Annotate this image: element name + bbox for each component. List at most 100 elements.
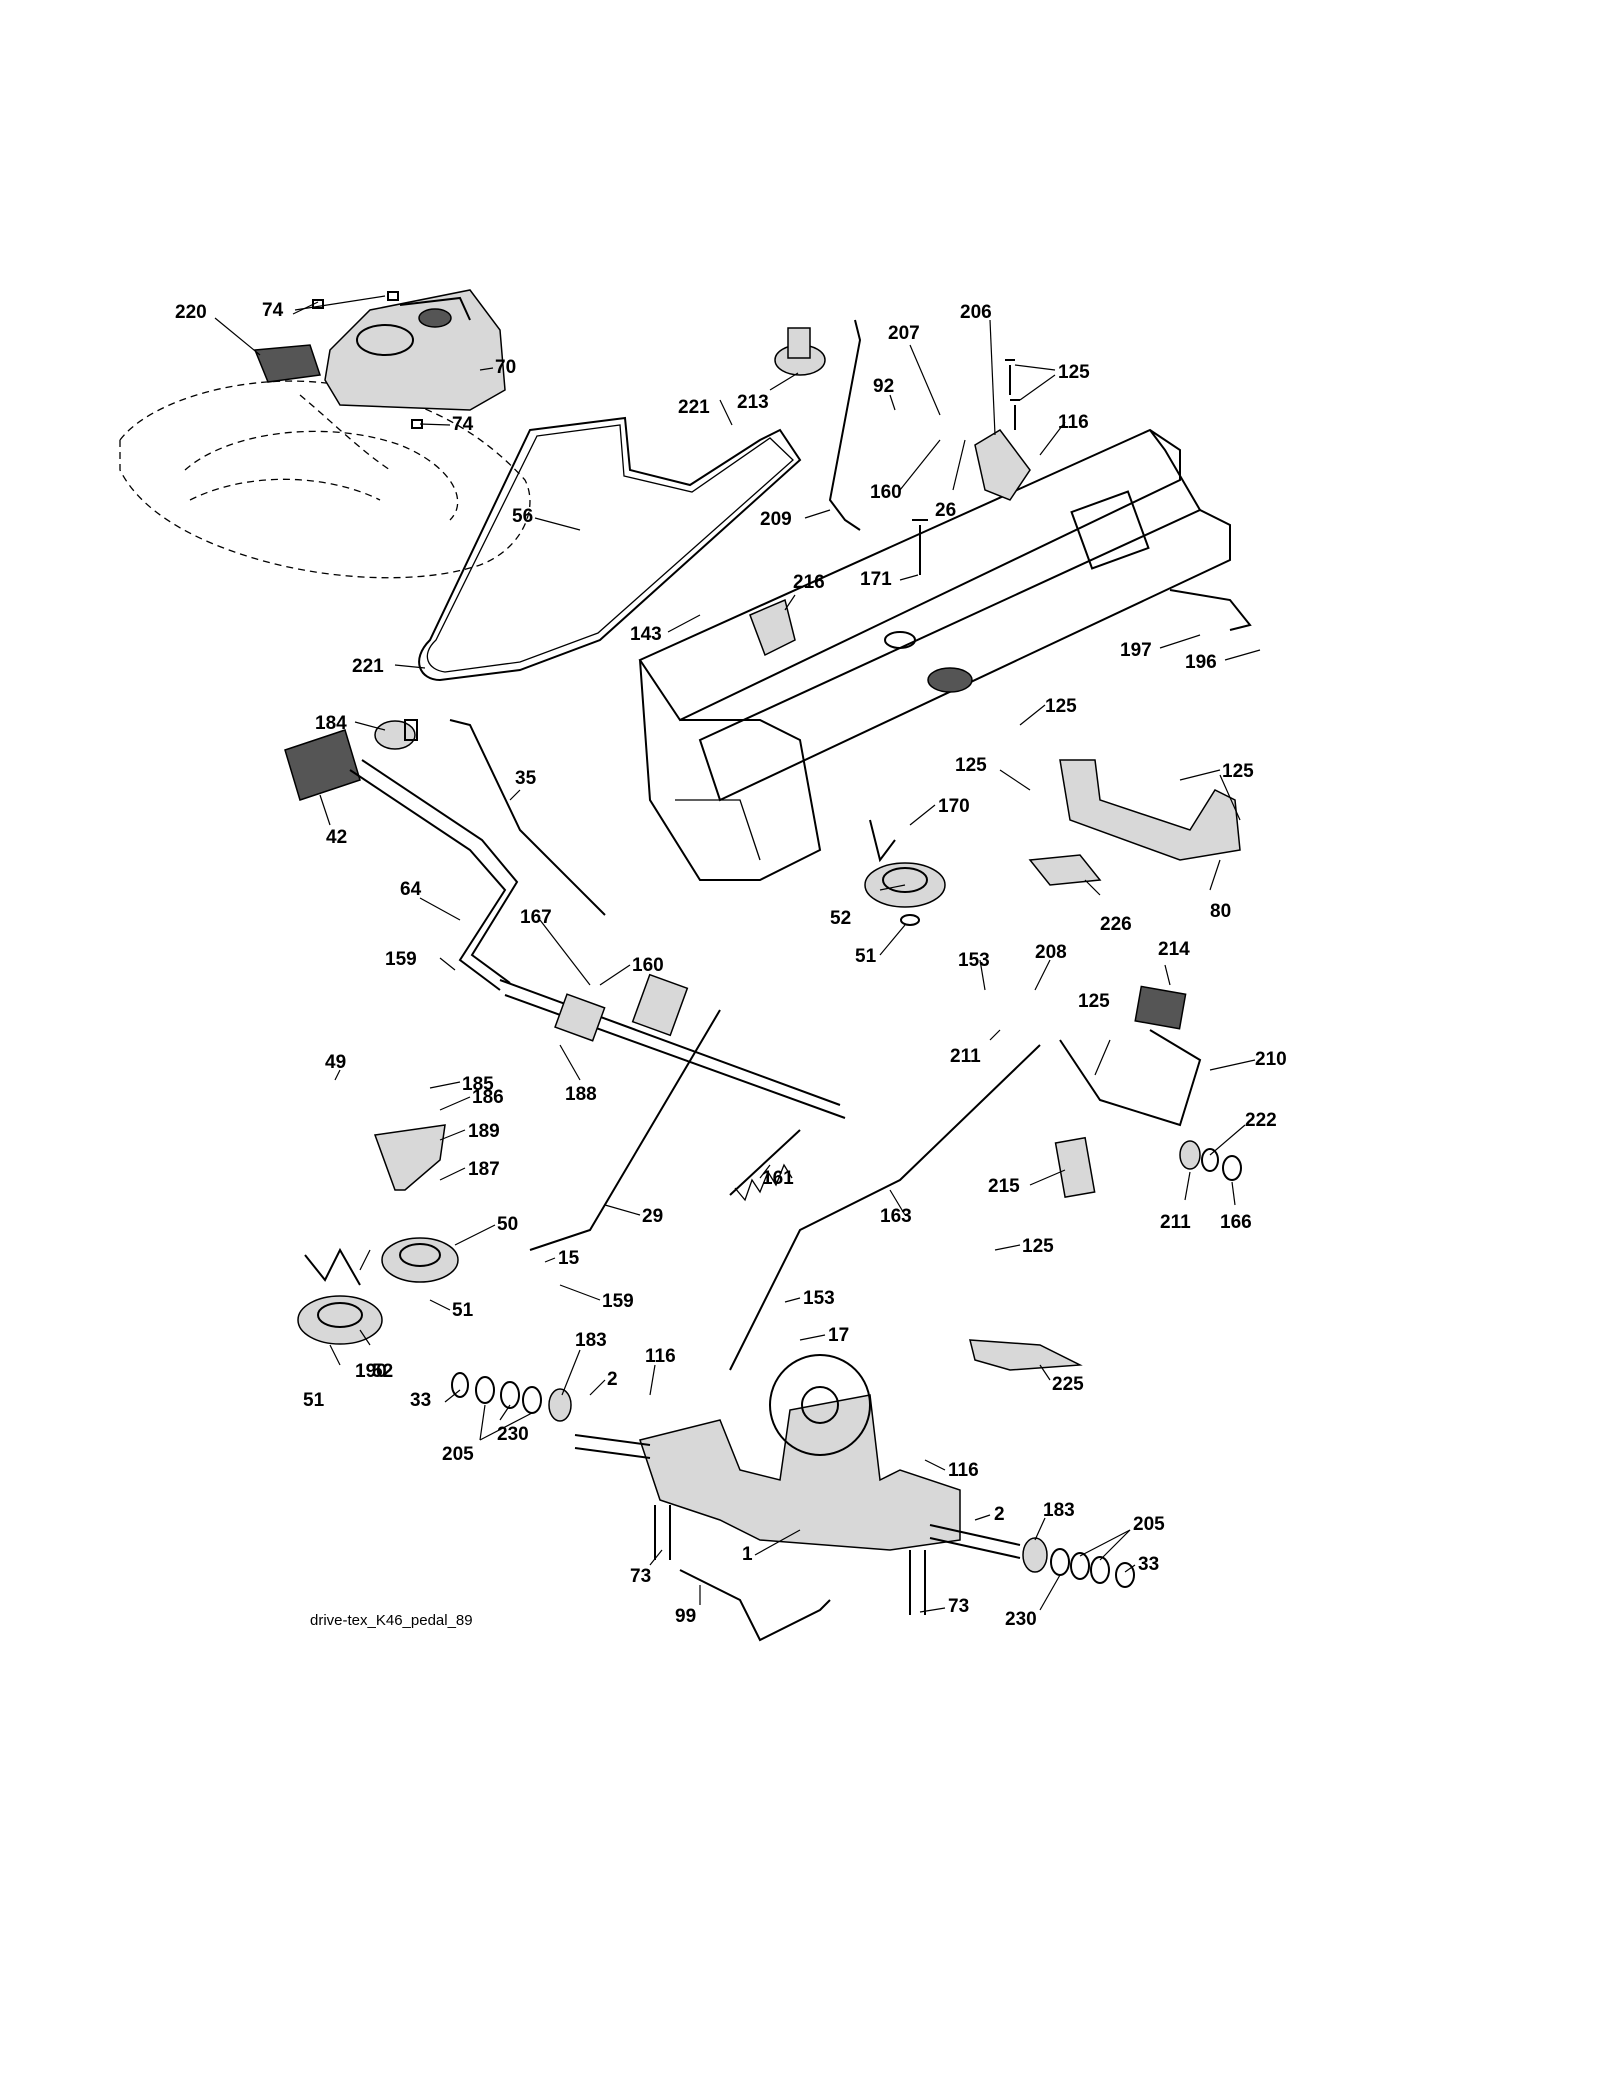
callout-188: 188: [565, 1084, 597, 1105]
pedal-assembly: [1054, 985, 1202, 1199]
callout-49: 49: [325, 1052, 346, 1073]
callout-161: 161: [762, 1168, 794, 1189]
leader-lines: [214, 295, 1261, 1613]
pulley-52-upper: [864, 819, 946, 926]
callout-99: 99: [675, 1606, 696, 1627]
callout-125: 125: [1222, 761, 1254, 782]
callout-29: 29: [642, 1206, 663, 1227]
bolts-top: [912, 359, 1020, 575]
callout-52: 52: [372, 1361, 393, 1382]
callout-51: 51: [452, 1300, 474, 1321]
callout-207: 207: [888, 323, 920, 344]
callout-70: 70: [495, 357, 516, 378]
callout-184: 184: [315, 713, 347, 734]
callout-33: 33: [1138, 1554, 1159, 1575]
callout-163: 163: [880, 1206, 912, 1227]
callout-216: 216: [793, 572, 825, 593]
shroud-cover: [324, 289, 506, 411]
bracket-206: [974, 429, 1031, 501]
callout-185: 185: [462, 1074, 494, 1095]
callout-205: 205: [442, 1444, 474, 1465]
transaxle: [574, 1354, 1021, 1559]
rod-209: [828, 319, 862, 531]
callout-153: 153: [958, 950, 990, 971]
decal-220: [253, 344, 321, 383]
callout-51: 51: [855, 946, 877, 967]
callout-208: 208: [1035, 942, 1067, 963]
callout-183: 183: [1043, 1500, 1075, 1521]
rod-197: [1169, 589, 1252, 631]
callout-52: 52: [830, 908, 851, 929]
bracket-226: [1028, 854, 1102, 886]
callout-125: 125: [1078, 991, 1110, 1012]
rod-29: [529, 1009, 721, 1251]
callout-209: 209: [760, 509, 792, 530]
callout-225: 225: [1052, 1374, 1084, 1395]
callout-51: 51: [303, 1390, 325, 1411]
shaft-188: [499, 973, 846, 1119]
bracket-216: [749, 598, 796, 657]
callout-74: 74: [452, 414, 474, 435]
plate-189: [373, 1124, 446, 1191]
knob-184: [374, 719, 418, 750]
callout-210: 210: [1255, 1049, 1287, 1070]
callout-220: 220: [175, 302, 207, 323]
callout-197: 197: [1120, 640, 1152, 661]
pulley-52-lower: [297, 1247, 383, 1345]
callout-33: 33: [410, 1390, 431, 1411]
seat-fender-outline: [119, 380, 531, 579]
callout-187: 187: [468, 1159, 500, 1180]
callout-186: 186: [472, 1087, 504, 1108]
callout-153: 153: [803, 1288, 835, 1309]
callout-17: 17: [828, 1325, 849, 1346]
callout-206: 206: [960, 302, 992, 323]
callout-214: 214: [1158, 939, 1190, 960]
callout-73: 73: [630, 1566, 651, 1587]
rod-35: [449, 719, 606, 916]
callout-230: 230: [1005, 1609, 1037, 1630]
callout-211: 211: [950, 1046, 981, 1067]
diagram-caption: drive-tex_K46_pedal_89: [310, 1612, 473, 1629]
washers-left: [451, 1372, 572, 1422]
callout-42: 42: [326, 827, 347, 848]
callout-125: 125: [1022, 1236, 1054, 1257]
callout-222: 222: [1245, 1110, 1277, 1131]
callout-73: 73: [948, 1596, 969, 1617]
washers-right: [1179, 1140, 1242, 1181]
callout-80: 80: [1210, 901, 1231, 922]
callout-160: 160: [632, 955, 664, 976]
knob-213: [774, 327, 826, 376]
callout-230: 230: [497, 1424, 529, 1445]
callout-56: 56: [512, 506, 533, 527]
callout-125: 125: [1045, 696, 1077, 717]
callout-196: 196: [1185, 652, 1217, 673]
frame-chassis: [638, 428, 1231, 881]
callout-159: 159: [602, 1291, 634, 1312]
callout-92: 92: [873, 376, 894, 397]
callout-221: 221: [678, 397, 710, 418]
callout-160: 160: [870, 482, 902, 503]
callout-171: 171: [860, 569, 892, 590]
callout-226: 226: [1100, 914, 1132, 935]
drive-belt: [418, 416, 802, 682]
callout-159: 159: [385, 949, 417, 970]
callout-166: 166: [1220, 1212, 1252, 1233]
bolts-73: [654, 1505, 926, 1615]
callout-15: 15: [558, 1248, 580, 1269]
callout-183: 183: [575, 1330, 607, 1351]
callout-125: 125: [1058, 362, 1090, 383]
rod-163: [729, 1044, 1041, 1371]
handle-42: [284, 729, 361, 801]
callout-26: 26: [935, 500, 956, 521]
callout-35: 35: [515, 768, 537, 789]
callout-50: 50: [497, 1214, 518, 1235]
callout-211: 211: [1160, 1212, 1191, 1233]
callout-205: 205: [1133, 1514, 1165, 1535]
callout-125: 125: [955, 755, 987, 776]
callout-74: 74: [262, 300, 284, 321]
callout-167: 167: [520, 907, 552, 928]
callout-116: 116: [1058, 412, 1089, 433]
spring-161: [729, 1129, 801, 1202]
callout-labels: 220 74 70 74 56 221 213 209 207 92 206 1…: [175, 300, 1287, 1630]
